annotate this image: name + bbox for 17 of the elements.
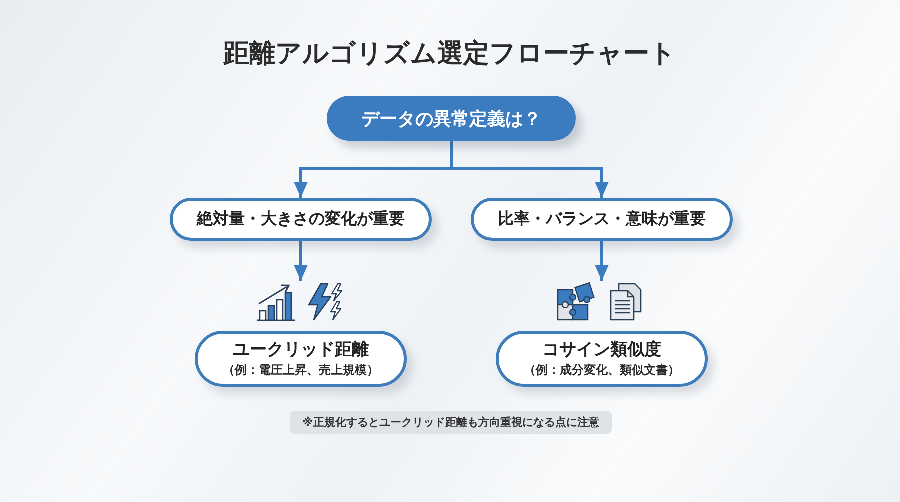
- condition-text: 絶対量・大きさの変化が重要: [197, 209, 405, 230]
- arrow: [294, 241, 308, 281]
- note-box: [290, 411, 612, 434]
- question-pill: [327, 96, 576, 141]
- example-text: （例：電圧上昇、売上規模）: [223, 362, 379, 379]
- condition-text: 比率・バランス・意味が重要: [498, 209, 706, 230]
- title: 距離アルゴリズム選定フローチャート: [222, 38, 678, 71]
- condition-pill: [471, 198, 733, 241]
- result-title: ユークリッド距離: [233, 339, 369, 361]
- condition-pill: [170, 198, 432, 241]
- example-text: （例：成分変化、類似文書）: [524, 362, 680, 379]
- result-title: コサイン類似度: [542, 339, 662, 361]
- question-text: データの異常定義は？: [362, 108, 542, 130]
- result-pill: [195, 331, 407, 387]
- result-pill: [496, 331, 708, 387]
- note-text: ※正規化するとユークリッド距離も方向重視になる点に注意: [302, 415, 600, 430]
- arrow: [595, 241, 609, 281]
